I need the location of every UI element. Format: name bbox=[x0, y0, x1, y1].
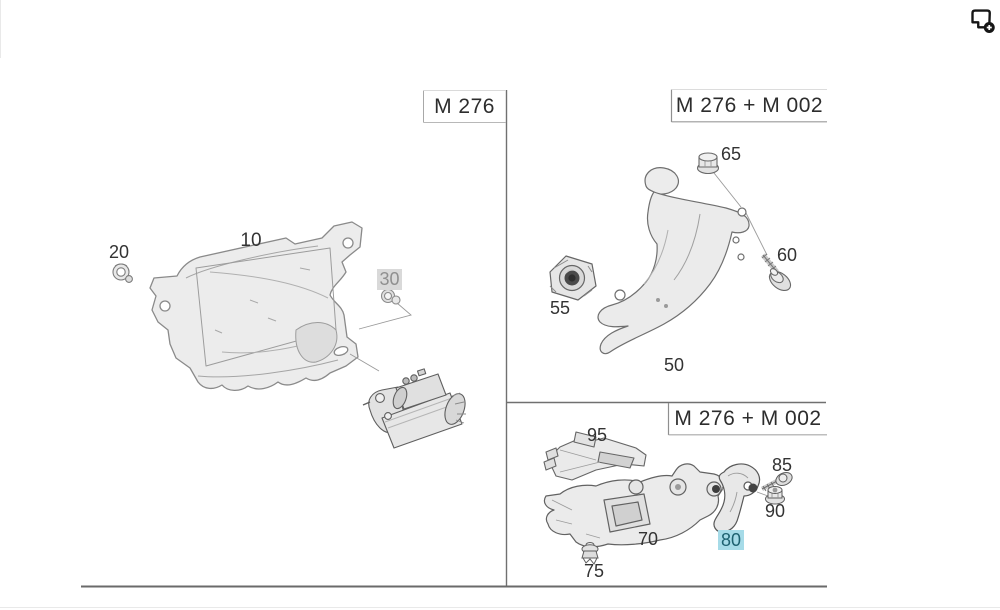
part-label-30-highlighted[interactable]: 30 bbox=[377, 269, 402, 290]
panel-dividers bbox=[81, 90, 827, 588]
add-view-icon[interactable] bbox=[968, 6, 998, 36]
part-95-drawing[interactable] bbox=[543, 431, 647, 481]
part-55-drawing[interactable] bbox=[549, 255, 597, 301]
part-60-drawing[interactable] bbox=[761, 253, 794, 294]
leader-lines-left bbox=[349, 302, 412, 372]
part-65-drawing[interactable] bbox=[696, 152, 720, 175]
part-label-55[interactable]: 55 bbox=[549, 298, 571, 318]
part-label-10[interactable]: 10 bbox=[240, 230, 262, 251]
part-label-95[interactable]: 95 bbox=[586, 425, 608, 445]
part-70-drawing[interactable] bbox=[543, 463, 725, 548]
part-label-80-highlighted[interactable]: 80 bbox=[718, 530, 744, 550]
plus-glyph bbox=[986, 25, 992, 30]
part-30-drawing[interactable] bbox=[380, 288, 401, 305]
part-label-85[interactable]: 85 bbox=[771, 455, 793, 475]
starter-motor-drawing[interactable] bbox=[362, 368, 469, 449]
part-label-90[interactable]: 90 bbox=[764, 501, 786, 521]
part-75-drawing[interactable] bbox=[581, 542, 599, 565]
engine-code-tab-top-right: M 276 + M 002 bbox=[675, 93, 824, 117]
part-10-drawing[interactable] bbox=[149, 221, 363, 392]
part-label-75[interactable]: 75 bbox=[583, 561, 605, 581]
part-label-50[interactable]: 50 bbox=[663, 355, 685, 375]
part-85-drawing[interactable] bbox=[760, 470, 794, 492]
part-label-65[interactable]: 65 bbox=[720, 144, 742, 164]
leader-lines-top-right bbox=[713, 172, 768, 256]
header-boxes bbox=[423, 89, 827, 436]
part-20-drawing[interactable] bbox=[112, 263, 133, 283]
part-50-drawing[interactable] bbox=[597, 167, 750, 355]
part-label-60[interactable]: 60 bbox=[776, 245, 798, 265]
engine-code-tab-bottom-right: M 276 + M 002 bbox=[674, 407, 822, 430]
part-label-70[interactable]: 70 bbox=[637, 529, 659, 549]
part-80-drawing[interactable] bbox=[713, 463, 761, 533]
view-frame-glyph bbox=[971, 9, 991, 29]
part-label-20[interactable]: 20 bbox=[108, 242, 130, 262]
part-90-drawing[interactable] bbox=[765, 486, 785, 505]
engine-code-tab-left: M 276 bbox=[434, 94, 495, 118]
